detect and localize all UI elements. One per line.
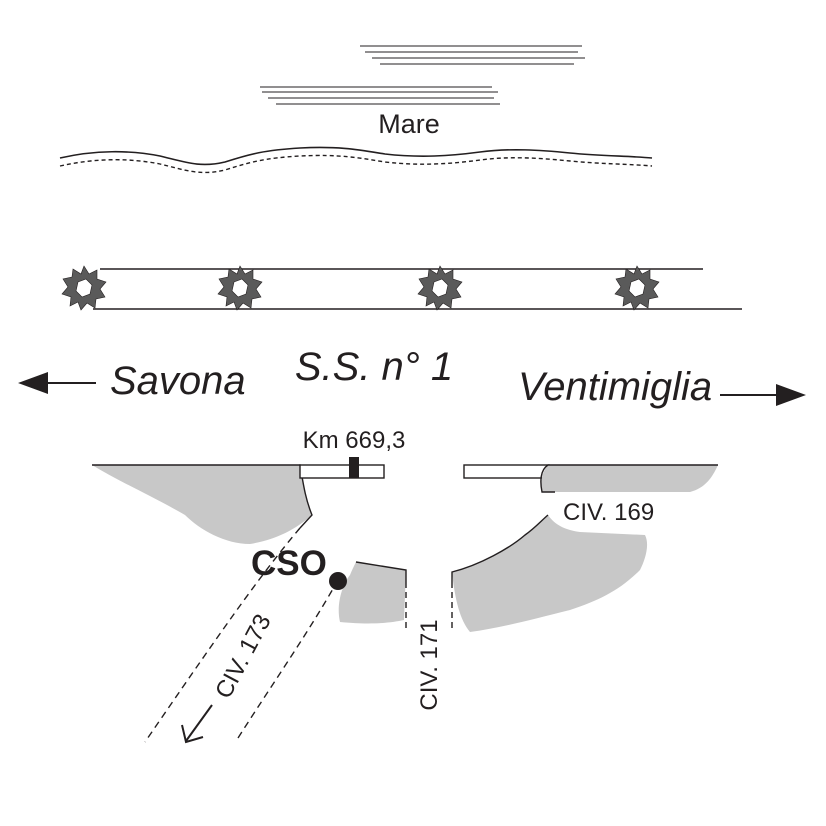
location-dot-icon: [329, 572, 347, 590]
road-label: S.S. n° 1: [295, 345, 453, 389]
civ-173-edge-east: [237, 579, 339, 739]
building-west: [92, 465, 312, 544]
tree-icon: [417, 265, 463, 311]
civ-171-label: CIV. 171: [416, 619, 443, 710]
arrow-west-icon: [18, 372, 96, 394]
cso-label: CSO: [251, 544, 327, 583]
sea-hatching: [260, 45, 585, 105]
civ-173-label: CIV. 173: [210, 610, 277, 703]
tree-icon: [61, 265, 107, 311]
shoreline-dashed: [59, 154, 653, 174]
building-cso-outline: [355, 561, 407, 582]
building-east: [541, 465, 718, 492]
tree-icon: [217, 265, 263, 311]
sea-label: Mare: [378, 109, 440, 139]
km-marker: [349, 457, 359, 478]
building-cso: [338, 562, 406, 624]
direction-west-label: Savona: [110, 359, 246, 403]
km-label: Km 669,3: [303, 427, 406, 454]
building-east-outline: [540, 464, 718, 493]
civ-173-edge-west: [144, 527, 301, 743]
civ-169-label: CIV. 169: [563, 499, 654, 526]
arrow-southwest-icon: [181, 704, 213, 744]
building-civ-169-outline: [451, 514, 549, 582]
wall-strip-east: [463, 464, 550, 479]
direction-east-label: Ventimiglia: [518, 365, 712, 409]
tree-icon: [614, 265, 660, 311]
shoreline: [59, 146, 653, 166]
wall-strip-west: [299, 464, 385, 479]
arrow-east-icon: [720, 384, 806, 406]
building-civ-169: [452, 515, 648, 632]
